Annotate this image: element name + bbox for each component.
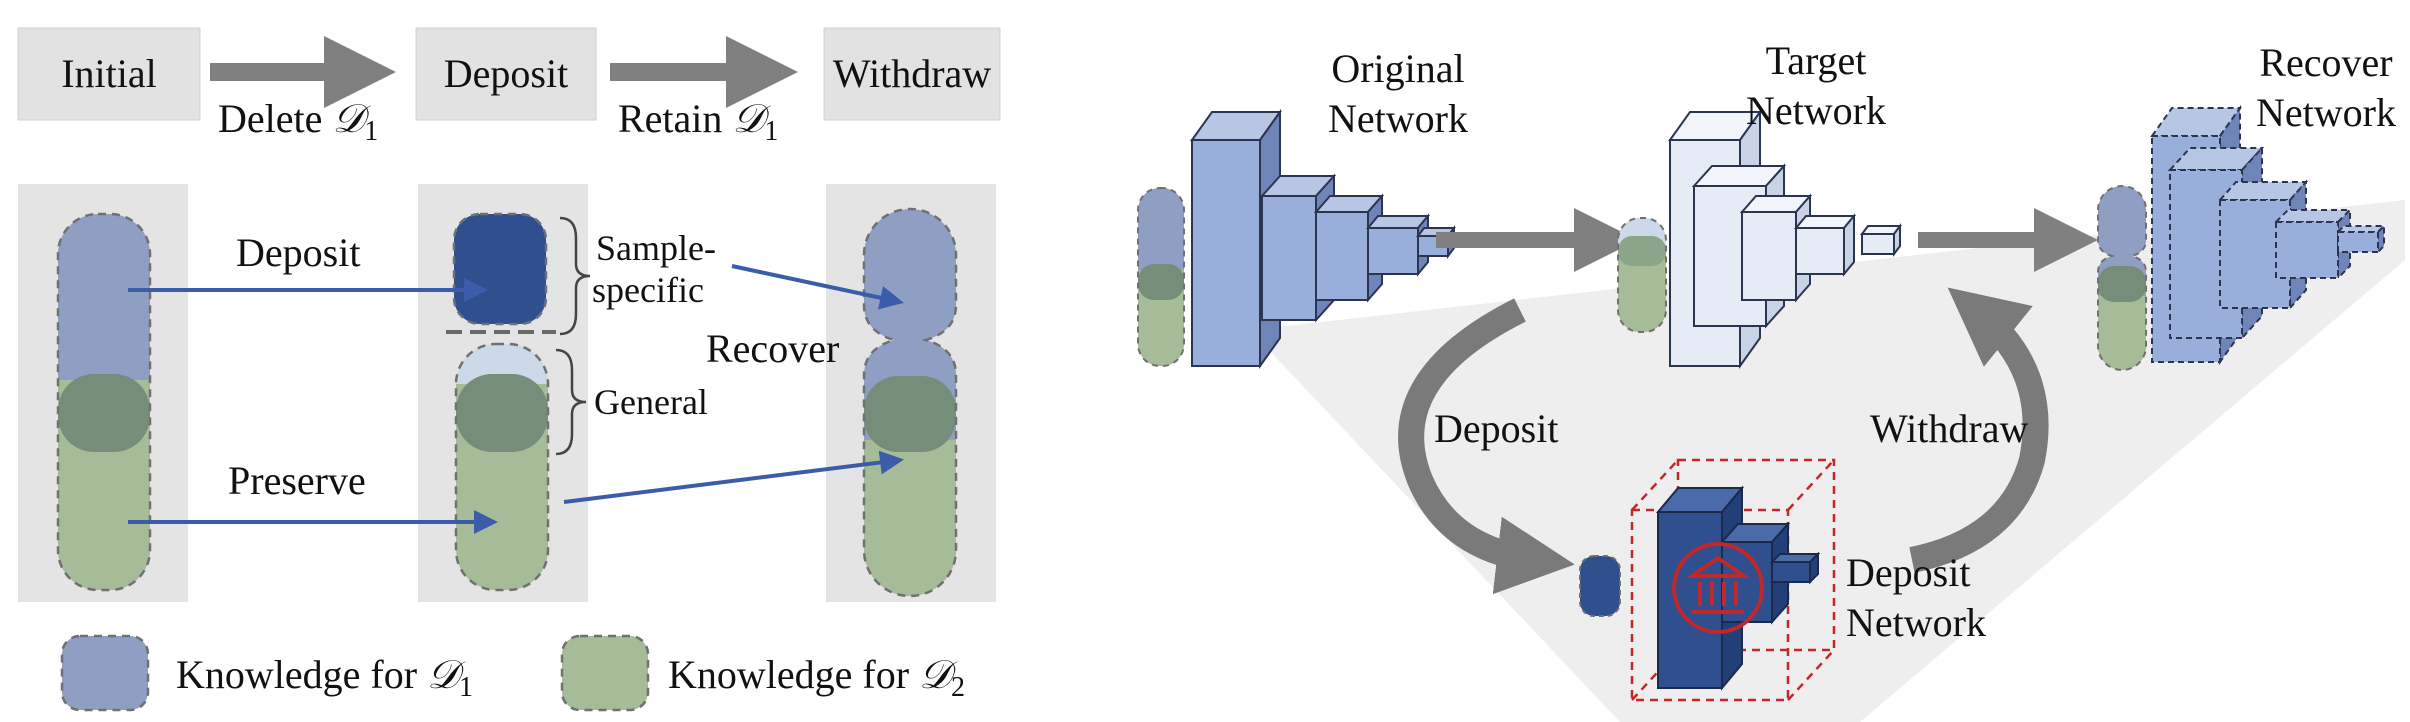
- deposit-sample-specific-block: [452, 212, 548, 326]
- left-panel: Initial Deposit Withdraw Delete 𝒟1 Retai…: [17, 27, 1001, 712]
- legend-swatch-d1: [60, 634, 150, 712]
- deposit-network: [1655, 485, 1821, 691]
- original-input-pill: [1137, 187, 1185, 367]
- arrow-sample-to-withdraw: [731, 264, 904, 310]
- bank-icon: [1672, 542, 1764, 634]
- brace-sample-specific: [559, 216, 591, 336]
- stage-deposit-label: Deposit: [444, 51, 568, 96]
- brace-general-label: General: [594, 382, 708, 422]
- stage-initial-label: Initial: [61, 51, 157, 96]
- arc-withdraw-label: Withdraw: [1870, 406, 2028, 451]
- arc-deposit: [1398, 298, 1575, 595]
- stage-deposit: Deposit: [415, 27, 597, 121]
- brace-sample-specific-line2: specific: [592, 270, 704, 310]
- legend-d1-label: Knowledge for 𝒟1: [176, 652, 473, 703]
- transition-delete-label: Delete 𝒟1: [218, 96, 378, 147]
- deposit-network-label-line1: Deposit: [1846, 550, 1970, 595]
- original-network: [1190, 108, 1456, 370]
- arc-deposit-label: Deposit: [1434, 406, 1558, 451]
- legend-swatch-d2: [560, 634, 650, 712]
- recover-input-pill: [2097, 185, 2147, 371]
- knowledge-pill-withdraw: [862, 207, 958, 598]
- stage-initial: Initial: [17, 27, 201, 121]
- stage-withdraw: Withdraw: [823, 27, 1001, 121]
- target-network-label-line2: Network: [1746, 88, 1886, 133]
- flow-deposit-label: Deposit: [236, 230, 360, 275]
- knowledge-pill-deposit: [454, 342, 550, 592]
- original-network-label-line2: Network: [1328, 96, 1468, 141]
- arrow-general-to-withdraw: [563, 450, 904, 504]
- flow-recover-label: Recover: [706, 326, 839, 371]
- legend: Knowledge for 𝒟1 Knowledge for 𝒟2: [60, 634, 965, 712]
- flow-preserve-label: Preserve: [228, 458, 366, 503]
- stage-withdraw-label: Withdraw: [833, 51, 991, 96]
- arc-withdraw: [1909, 287, 2049, 573]
- recover-network-label-line2: Network: [2256, 90, 2396, 135]
- legend-d2-label: Knowledge for 𝒟2: [668, 652, 965, 703]
- original-network-label-line1: Original: [1331, 46, 1464, 91]
- brace-general: [555, 348, 587, 456]
- recover-network-label-line1: Recover: [2259, 40, 2392, 85]
- target-network: [1668, 108, 1902, 370]
- deposit-network-label-line2: Network: [1846, 600, 1986, 645]
- right-panel: Original Network: [1137, 38, 2405, 722]
- transition-retain-label: Retain 𝒟1: [618, 96, 778, 147]
- knowledge-pill-initial: [56, 212, 152, 592]
- target-network-label-line1: Target: [1766, 38, 1867, 83]
- brace-sample-specific-line1: Sample-: [596, 228, 716, 268]
- deposit-input-block: [1579, 555, 1621, 617]
- target-input-pill: [1617, 217, 1667, 333]
- recover-network: [2150, 104, 2387, 366]
